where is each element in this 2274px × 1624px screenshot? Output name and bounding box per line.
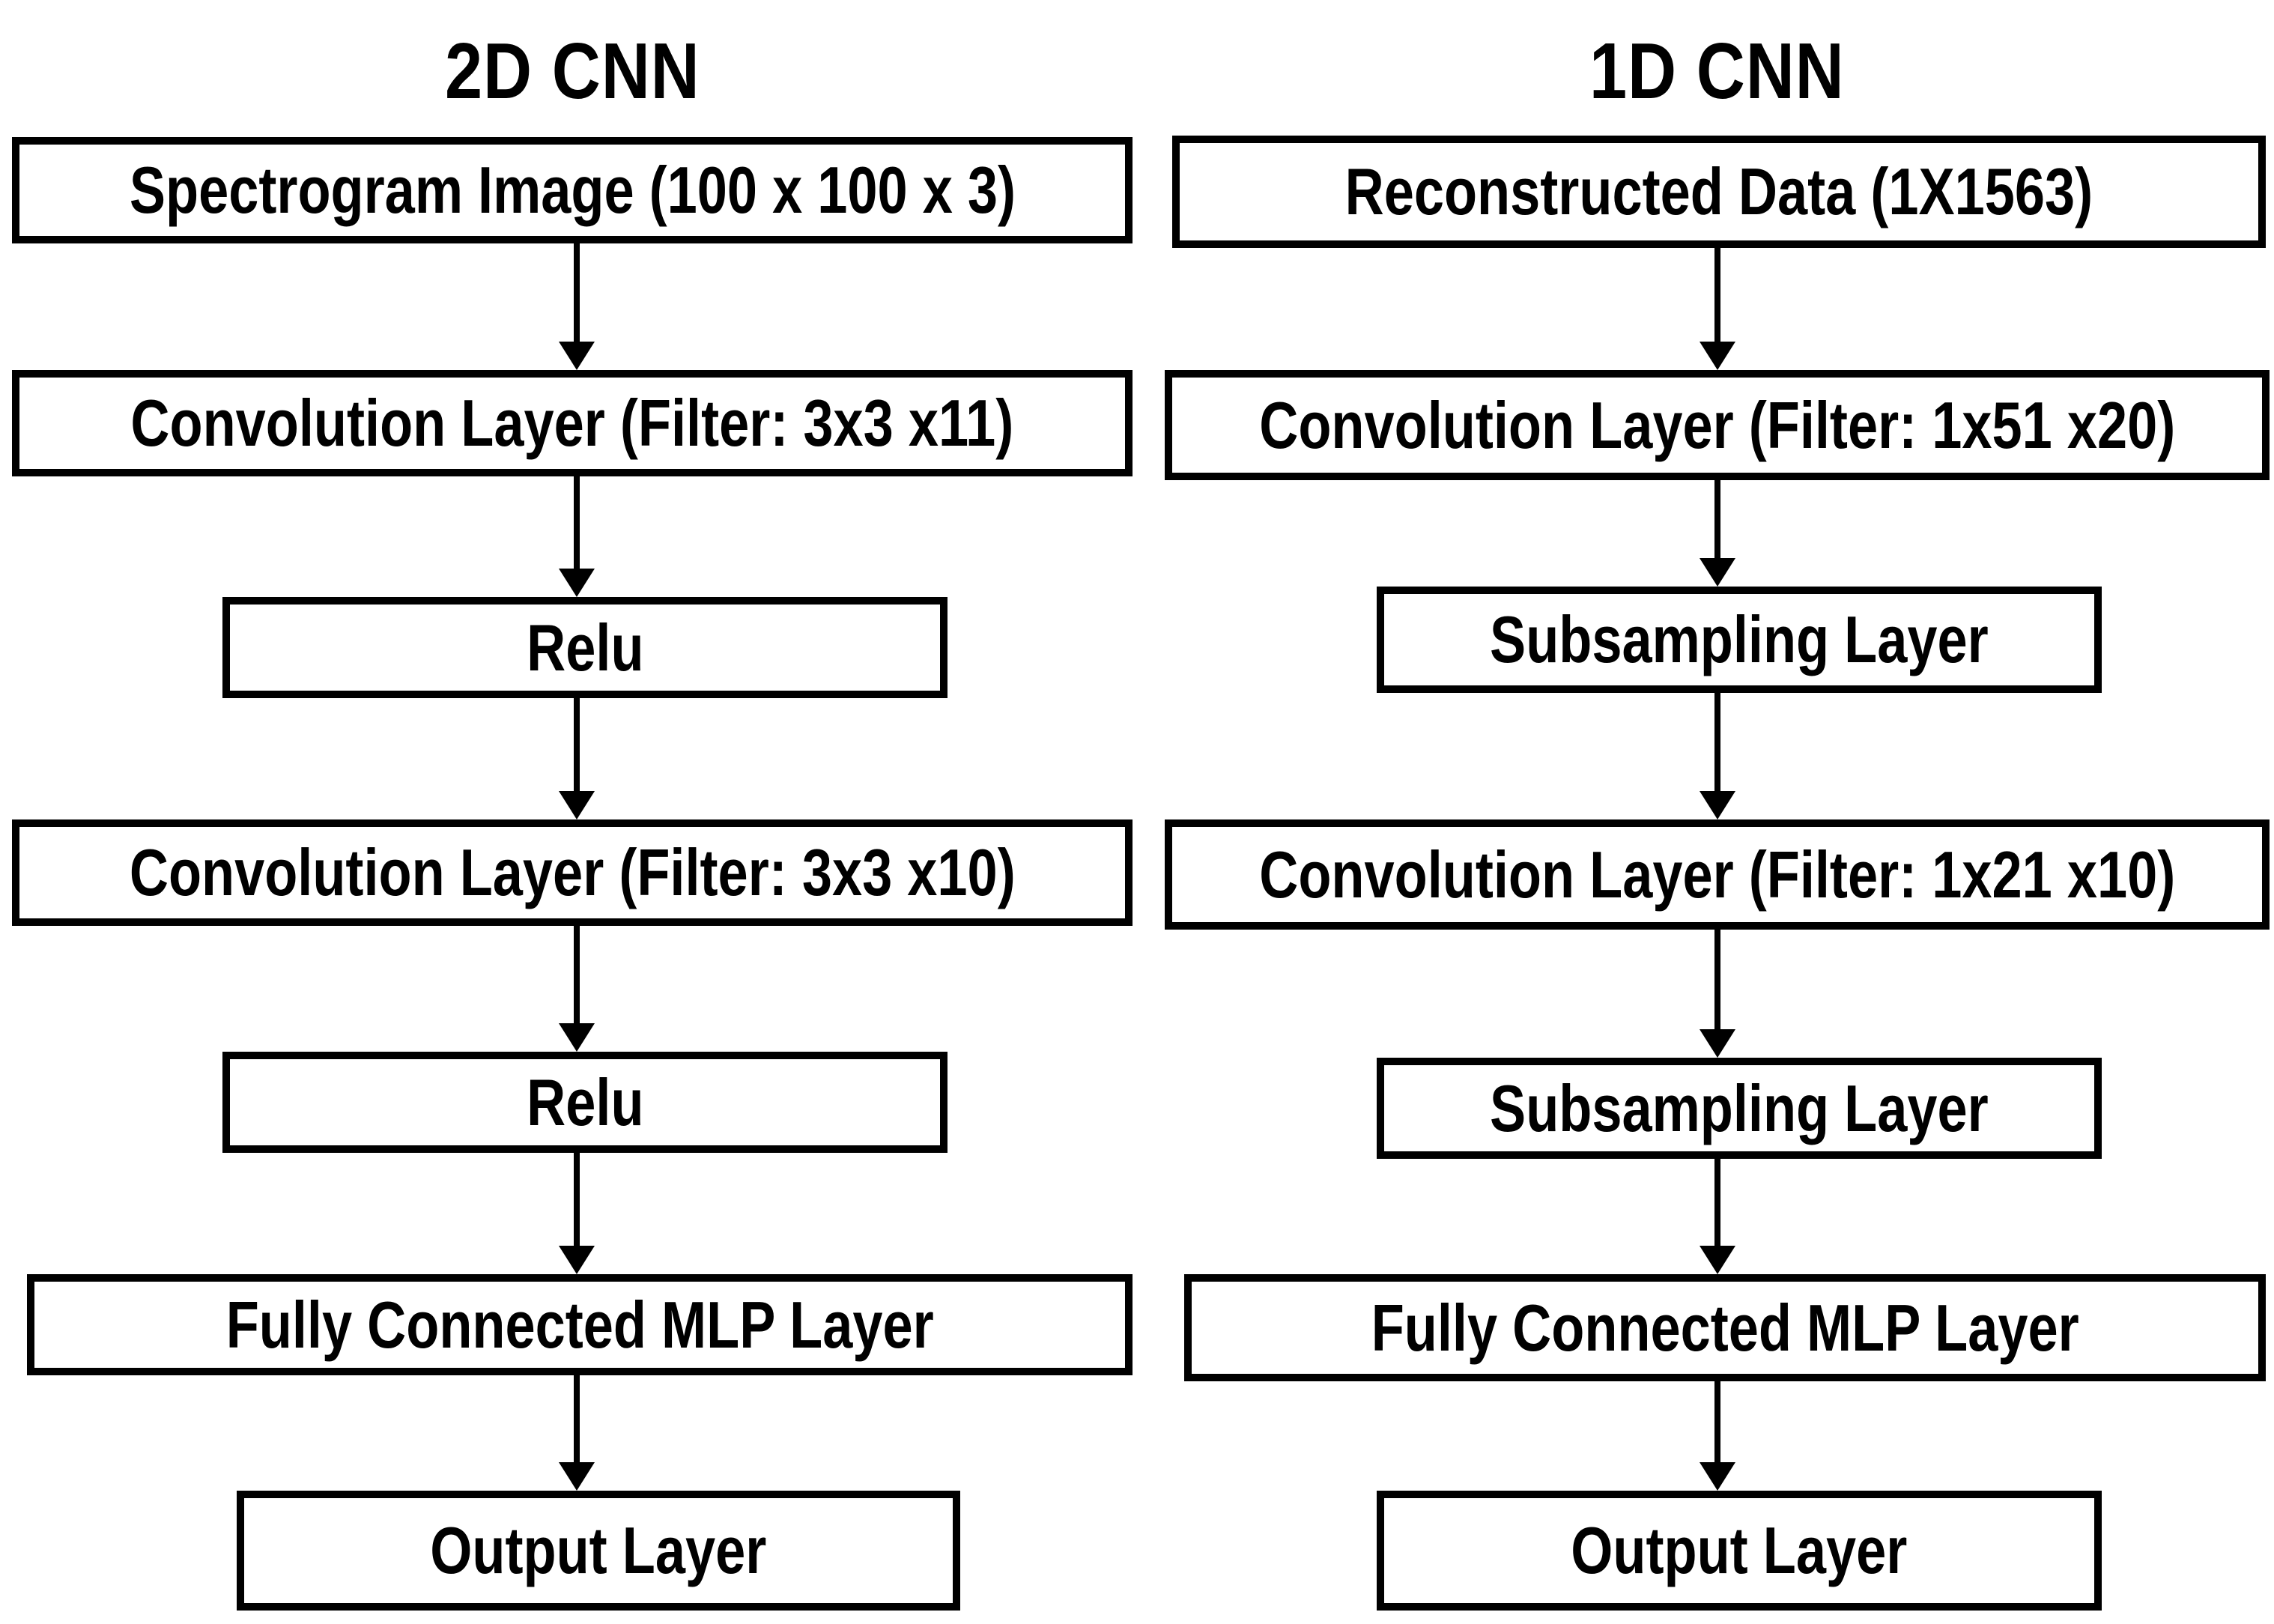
arrow-head: [559, 1023, 595, 1052]
node-label: Relu: [526, 1064, 644, 1139]
arrow-down-icon: [1700, 1381, 1735, 1491]
node-label: Subsampling Layer: [1490, 1070, 1989, 1145]
arrow-head: [559, 569, 595, 597]
node-fc-mlp-2d: Fully Connected MLP Layer: [27, 1274, 1133, 1375]
arrow-shaft: [1714, 480, 1720, 560]
node-label: Spectrogram Image (100 x 100 x 3): [129, 153, 1016, 227]
node-label: Output Layer: [1571, 1513, 1908, 1587]
arrow-shaft: [1714, 248, 1720, 343]
arrow-shaft: [1714, 1159, 1720, 1247]
node-label: Relu: [526, 610, 644, 685]
node-label: Convolution Layer (Filter: 3x3 x11): [130, 386, 1014, 460]
node-label: Convolution Layer (Filter: 1x21 x10): [1258, 837, 2176, 912]
node-fc-mlp-1d: Fully Connected MLP Layer: [1184, 1274, 2266, 1381]
arrow-head: [1700, 1029, 1735, 1058]
arrow-down-icon: [559, 1153, 595, 1274]
node-reconstructed-input: Reconstructed Data (1X1563): [1172, 136, 2266, 248]
node-label: Fully Connected MLP Layer: [1371, 1290, 2079, 1365]
arrow-down-icon: [559, 476, 595, 597]
arrow-down-icon: [559, 1375, 595, 1491]
arrow-shaft: [1714, 930, 1720, 1031]
node-output-1d: Output Layer: [1377, 1491, 2102, 1611]
arrow-down-icon: [1700, 480, 1735, 587]
arrow-shaft: [574, 476, 580, 570]
arrow-shaft: [1714, 1381, 1720, 1464]
arrow-shaft: [574, 1153, 580, 1247]
node-label: Fully Connected MLP Layer: [225, 1287, 934, 1362]
node-subsampling-2: Subsampling Layer: [1377, 1058, 2102, 1159]
arrow-down-icon: [559, 926, 595, 1052]
arrow-head: [559, 1246, 595, 1274]
node-label: Subsampling Layer: [1490, 602, 1989, 676]
arrow-head: [1700, 1462, 1735, 1491]
arrow-shaft: [574, 243, 580, 343]
node-spectrogram-input: Spectrogram Image (100 x 100 x 3): [12, 137, 1133, 243]
arrow-head: [1700, 342, 1735, 370]
arrow-head: [559, 342, 595, 370]
arrow-head: [1700, 558, 1735, 587]
arrow-shaft: [574, 1375, 580, 1464]
node-label: Reconstructed Data (1X1563): [1344, 154, 2093, 228]
node-conv-layer-1-2d: Convolution Layer (Filter: 3x3 x11): [12, 370, 1133, 476]
column-title-2d-cnn: 2D CNN: [12, 19, 1133, 124]
node-conv-layer-1-1d: Convolution Layer (Filter: 1x51 x20): [1165, 370, 2270, 480]
node-conv-layer-2-2d: Convolution Layer (Filter: 3x3 x10): [12, 819, 1133, 926]
node-subsampling-1: Subsampling Layer: [1377, 587, 2102, 693]
node-conv-layer-2-1d: Convolution Layer (Filter: 1x21 x10): [1165, 819, 2270, 930]
column-title-label: 2D CNN: [444, 26, 700, 115]
arrow-down-icon: [559, 243, 595, 370]
node-label: Output Layer: [430, 1513, 767, 1587]
column-title-label: 1D CNN: [1589, 26, 1845, 115]
node-relu-2: Relu: [222, 1052, 948, 1153]
arrow-down-icon: [559, 698, 595, 819]
column-title-1d-cnn: 1D CNN: [1168, 19, 2266, 124]
arrow-shaft: [574, 926, 580, 1025]
arrow-shaft: [574, 698, 580, 793]
arrow-down-icon: [1700, 930, 1735, 1058]
arrow-head: [559, 791, 595, 819]
node-label: Convolution Layer (Filter: 3x3 x10): [129, 835, 1016, 909]
arrow-head: [1700, 791, 1735, 819]
arrow-down-icon: [1700, 693, 1735, 819]
arrow-down-icon: [1700, 248, 1735, 370]
arrow-shaft: [1714, 693, 1720, 793]
arrow-down-icon: [1700, 1159, 1735, 1274]
node-output-2d: Output Layer: [237, 1491, 960, 1611]
arrow-head: [1700, 1246, 1735, 1274]
node-relu-1: Relu: [222, 597, 948, 698]
node-label: Convolution Layer (Filter: 1x51 x20): [1258, 387, 2176, 462]
arrow-head: [559, 1462, 595, 1491]
